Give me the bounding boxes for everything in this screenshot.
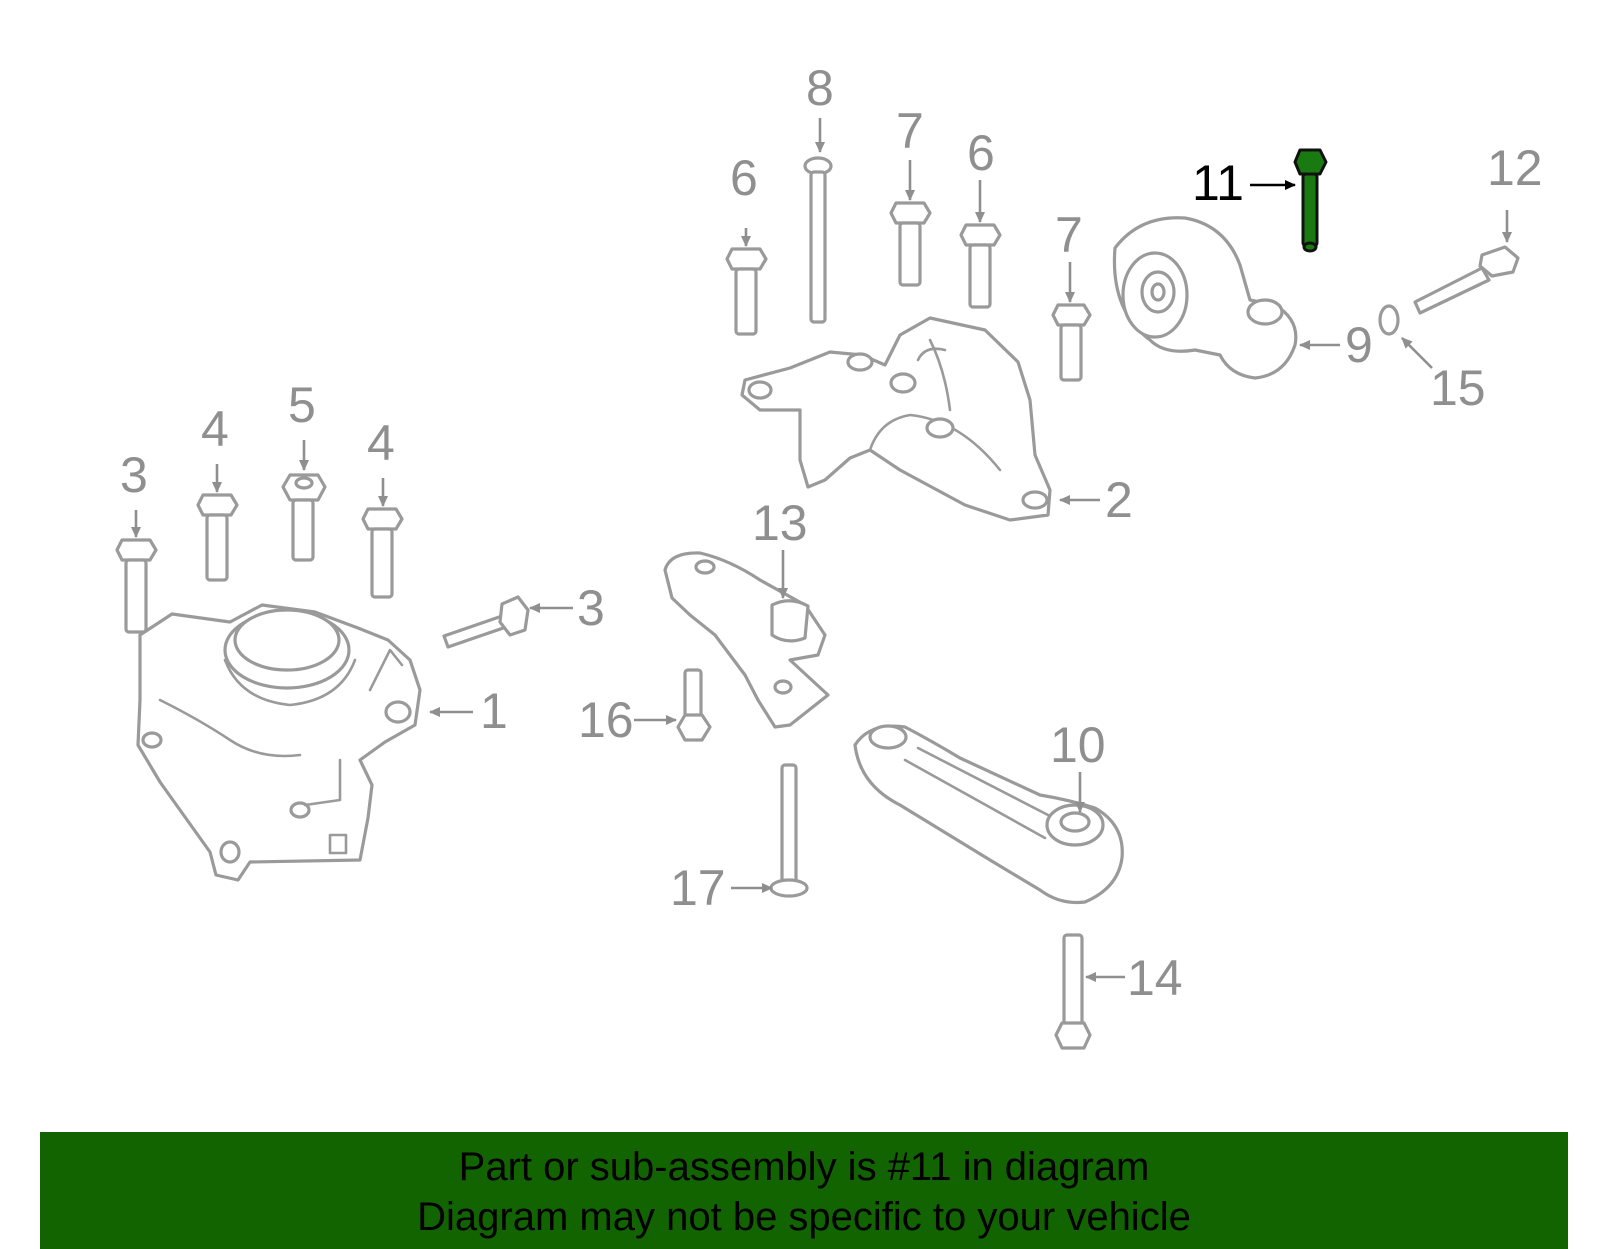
callout-8: 8 xyxy=(806,60,834,116)
callout-6-left: 6 xyxy=(730,150,758,206)
bolt-4-right xyxy=(361,507,404,599)
nut-5 xyxy=(281,473,327,562)
bolt-6-right xyxy=(959,223,1002,309)
callout-7-left: 7 xyxy=(896,103,924,159)
callout-16: 16 xyxy=(578,692,634,748)
callout-13: 14 xyxy=(1127,950,1183,1006)
callout-11: 11 xyxy=(1192,155,1244,211)
callout-7-right: 7 xyxy=(1055,207,1083,263)
callout-4-right: 4 xyxy=(367,415,395,471)
bolt-7-left xyxy=(889,201,932,287)
bolt-7-right xyxy=(1051,303,1092,382)
callout-14: 15 xyxy=(1430,360,1486,416)
bolt-16 xyxy=(676,668,712,742)
callout-3-left: 3 xyxy=(120,447,148,503)
callout-labels: 3 4 5 4 3 1 6 8 7 6 7 2 9 11 12 15 13 16… xyxy=(120,60,1543,1006)
part-2-bracket xyxy=(740,316,1052,522)
info-banner: Part or sub-assembly is #11 in diagram D… xyxy=(40,1132,1568,1249)
leader-lines xyxy=(131,118,1512,982)
callout-17: 17 xyxy=(670,860,726,916)
bolt-4-left xyxy=(196,493,239,582)
callout-5: 5 xyxy=(288,377,316,433)
washer-14 xyxy=(1378,304,1400,336)
part-9-mount-insulator xyxy=(1112,216,1298,380)
callout-10: 10 xyxy=(1050,717,1106,773)
part-11-bolt-highlighted[interactable] xyxy=(1293,148,1328,253)
bolt-3-right xyxy=(442,595,530,649)
bolt-6-left xyxy=(725,247,768,336)
callout-4-left: 4 xyxy=(201,401,229,457)
stud-17 xyxy=(769,763,809,898)
part-1-engine-mount xyxy=(136,603,422,882)
callout-9: 9 xyxy=(1345,317,1373,373)
bolt-12 xyxy=(1413,245,1520,315)
callout-2: 2 xyxy=(1105,472,1133,528)
part-10-torque-rod xyxy=(853,724,1124,905)
callout-1: 1 xyxy=(480,683,508,739)
banner-line-1: Part or sub-assembly is #11 in diagram xyxy=(458,1145,1150,1189)
callout-6-right: 6 xyxy=(967,125,995,181)
bolt-13 xyxy=(1054,933,1092,1050)
callout-12: 12 xyxy=(1487,140,1543,196)
banner-line-2: Diagram may not be specific to your vehi… xyxy=(417,1195,1191,1239)
bolt-3-left xyxy=(115,538,158,634)
callout-15: 13 xyxy=(752,495,808,551)
stud-8 xyxy=(803,156,833,324)
callout-3-right: 3 xyxy=(577,580,605,636)
